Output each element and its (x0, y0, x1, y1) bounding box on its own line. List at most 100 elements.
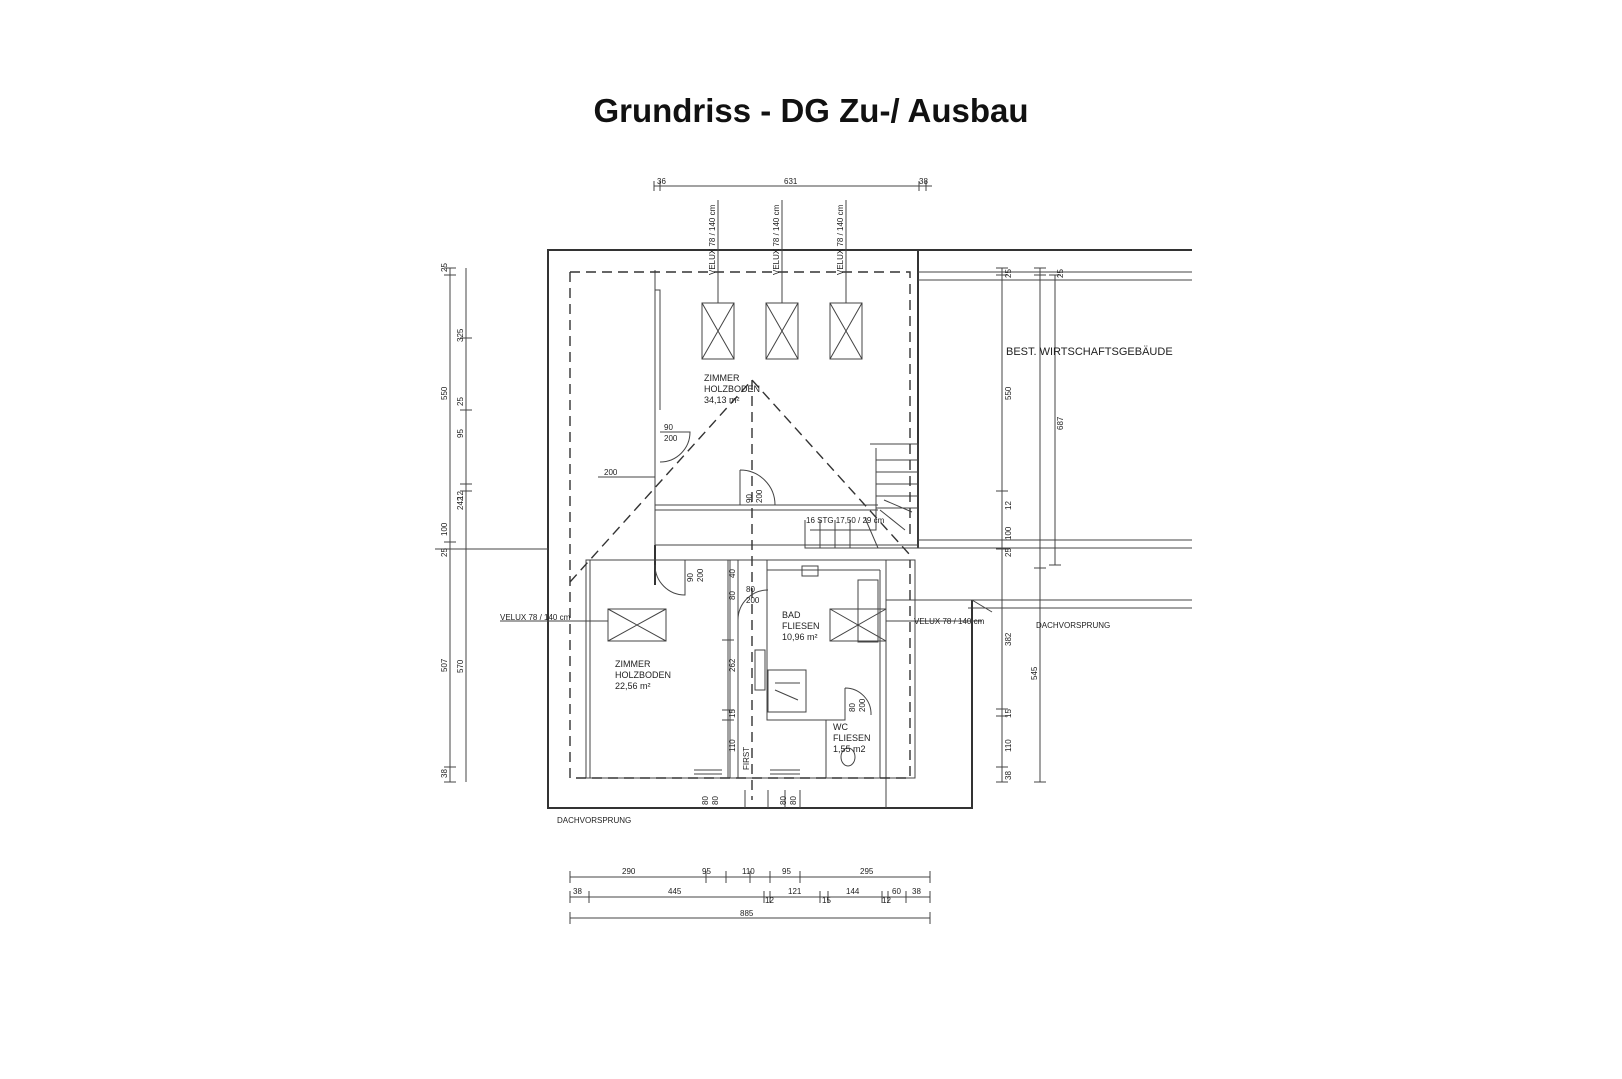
dim-left-inner-4: 12 (456, 491, 465, 500)
dim-right-a-6: 382 (1004, 632, 1013, 646)
dim-bottom-2-1: 38 (573, 887, 582, 896)
dachvorsprung-bottom-label: DACHVORSPRUNG (557, 816, 631, 825)
dim-inner-6: 110 (728, 739, 737, 752)
window-1-width: 80 (701, 796, 710, 805)
dim-inner-4: 262 (728, 658, 737, 672)
dim-bottom-2-9: 38 (912, 887, 921, 896)
room-lower-area: 22,56 m² (615, 681, 651, 691)
dim-right-b-3: 545 (1030, 666, 1039, 680)
velux-window-2 (765, 302, 799, 360)
dim-right-a-7: 15 (1004, 709, 1013, 718)
ridge-label: FIRST (742, 747, 751, 770)
dim-top-3: 38 (919, 177, 928, 186)
dim-left-outer-3: 100 (440, 522, 449, 536)
door-2-width: 90 (745, 494, 754, 503)
velux-top-label-1: VELUX 78 / 140 cm (708, 204, 717, 275)
door-4-height: 200 (746, 596, 760, 605)
velux-window-4 (607, 608, 667, 642)
dimension-lines (435, 181, 1061, 924)
dim-bottom-2-7: 12 (882, 896, 891, 905)
room-wc-area: 1,55 m2 (833, 744, 866, 754)
room-lower-name: ZIMMER (615, 659, 651, 669)
annotation-labels: VELUX 78 / 140 cm VELUX 78 / 140 cm VELU… (500, 204, 1110, 825)
velux-window-5 (829, 608, 887, 642)
window-2-height: 80 (789, 796, 798, 805)
dim-bottom-1-1: 290 (622, 867, 636, 876)
room-lower-floor: HOLZBODEN (615, 670, 671, 680)
dim-bottom-2-2: 445 (668, 887, 682, 896)
window-1-height: 80 (711, 796, 720, 805)
dim-inner-1: 200 (604, 468, 618, 477)
dim-left-outer-5: 507 (440, 658, 449, 672)
dim-inner-2: 40 (728, 569, 737, 578)
door-3-height: 200 (696, 568, 705, 582)
dim-bottom-2-6: 144 (846, 887, 860, 896)
dim-left-outer-6: 38 (440, 769, 449, 778)
dim-bottom-2-8: 60 (892, 887, 901, 896)
dim-bottom-1-2: 95 (702, 867, 711, 876)
dim-right-a-9: 38 (1004, 771, 1013, 780)
dim-left-inner-1: 325 (456, 328, 465, 342)
dim-right-a-1: 25 (1004, 269, 1013, 278)
door-3-width: 90 (686, 573, 695, 582)
plan-title: Grundriss - DG Zu-/ Ausbau (593, 92, 1029, 129)
dim-left-outer-1: 25 (440, 263, 449, 272)
dim-top-1: 36 (657, 177, 666, 186)
dimension-labels: 36 631 38 25 550 100 25 507 38 325 25 95… (440, 177, 1065, 918)
door-1-height: 200 (664, 434, 678, 443)
dim-left-inner-3: 95 (456, 429, 465, 438)
dim-right-a-5: 25 (1004, 548, 1013, 557)
dim-bottom-2-3: 12 (765, 896, 774, 905)
dim-left-outer-2: 550 (440, 386, 449, 400)
door-1-width: 90 (664, 423, 673, 432)
dim-left-outer-4: 25 (440, 548, 449, 557)
door-2-height: 200 (755, 489, 764, 503)
velux-top-label-2: VELUX 78 / 140 cm (772, 204, 781, 275)
dim-left-inner-6: 570 (456, 659, 465, 673)
dim-left-inner-2: 25 (456, 397, 465, 406)
room-bath-floor: FLIESEN (782, 621, 820, 631)
room-upper-name: ZIMMER (704, 373, 740, 383)
dim-bottom-1-5: 295 (860, 867, 874, 876)
dim-left-inner-5: 242 (456, 496, 465, 510)
skylight-windows (500, 200, 982, 775)
dim-bottom-1-3: 110 (742, 867, 755, 876)
roof-outline (569, 271, 911, 800)
room-upper-floor: HOLZBODEN (704, 384, 760, 394)
dachvorsprung-right-label: DACHVORSPRUNG (1036, 621, 1110, 630)
velux-window-1 (701, 302, 735, 360)
dim-bottom-1-4: 95 (782, 867, 791, 876)
dim-right-a-3: 12 (1004, 501, 1013, 510)
staircase (804, 443, 919, 549)
dim-inner-5: 15 (728, 709, 737, 718)
existing-building-label: BEST. WIRTSCHAFTSGEBÄUDE (1006, 346, 1173, 358)
dim-right-a-4: 100 (1004, 526, 1013, 540)
velux-left-label: VELUX 78 / 140 cm (500, 613, 571, 622)
dim-inner-3: 80 (728, 591, 737, 600)
door-5-width: 80 (848, 703, 857, 712)
dim-right-b-1: 25 (1056, 269, 1065, 278)
velux-right-label: VELUX 78 / 140 cm (914, 617, 985, 626)
room-wc-floor: FLIESEN (833, 733, 871, 743)
outer-walls (547, 249, 1192, 809)
dim-right-a-2: 550 (1004, 386, 1013, 400)
room-labels: ZIMMER HOLZBODEN 34,13 m² ZIMMER HOLZBOD… (615, 346, 1173, 754)
door-4-width: 80 (746, 585, 755, 594)
velux-window-3 (829, 302, 863, 360)
door-5-height: 200 (858, 698, 867, 712)
doors (654, 431, 872, 716)
room-wc-name: WC (833, 722, 848, 732)
dim-right-a-8: 110 (1004, 739, 1013, 752)
dim-right-b-2: 687 (1056, 416, 1065, 430)
stairs-label: 16 STG 17,50 / 29 cm (806, 516, 885, 525)
room-bath-name: BAD (782, 610, 801, 620)
room-bath-area: 10,96 m² (782, 632, 818, 642)
room-upper-area: 34,13 m² (704, 395, 740, 405)
dim-bottom-3-1: 885 (740, 909, 754, 918)
dim-top-2: 631 (784, 177, 798, 186)
dim-bottom-2-4: 121 (788, 887, 802, 896)
velux-top-label-3: VELUX 78 / 140 cm (836, 204, 845, 275)
door-labels: 90 200 90 200 90 200 80 200 80 200 80 80… (664, 423, 867, 805)
dim-bottom-2-5: 15 (822, 896, 831, 905)
